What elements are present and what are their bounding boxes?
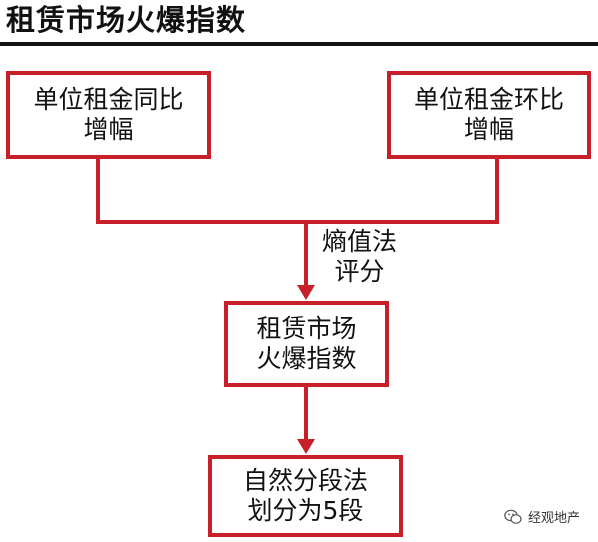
node-label-line: 增幅: [83, 115, 134, 144]
page-title: 租赁市场火爆指数: [6, 3, 247, 37]
node-label-line: 火爆指数: [256, 344, 357, 373]
title-underline: [0, 42, 598, 46]
node-unit-rent-yoy: 单位租金同比 增幅: [6, 71, 211, 159]
node-label-line: 增幅: [463, 115, 514, 144]
arrowhead-to-grading: [297, 439, 315, 454]
node-label-line: 租赁市场: [256, 314, 357, 343]
node-label-line: 划分为5段: [247, 496, 364, 525]
node-natural-breaks: 自然分段法 划分为5段: [208, 455, 403, 537]
watermark-text: 经观地产: [527, 511, 580, 526]
node-unit-rent-mom: 单位租金环比 增幅: [387, 71, 591, 159]
node-label-line: 自然分段法: [242, 466, 368, 495]
watermark: 经观地产: [504, 507, 580, 526]
wechat-icon: [504, 509, 522, 524]
node-label-line: 单位租金环比: [413, 85, 564, 114]
arrowhead-to-index: [297, 285, 315, 300]
edge-label-line: 评分: [334, 257, 385, 286]
node-label-line: 单位租金同比: [33, 85, 184, 114]
edge-label-line: 熵值法: [322, 227, 398, 256]
edge-label-entropy-method: 熵值法 评分: [322, 227, 397, 287]
node-rental-heat-index: 租赁市场 火爆指数: [224, 301, 389, 387]
